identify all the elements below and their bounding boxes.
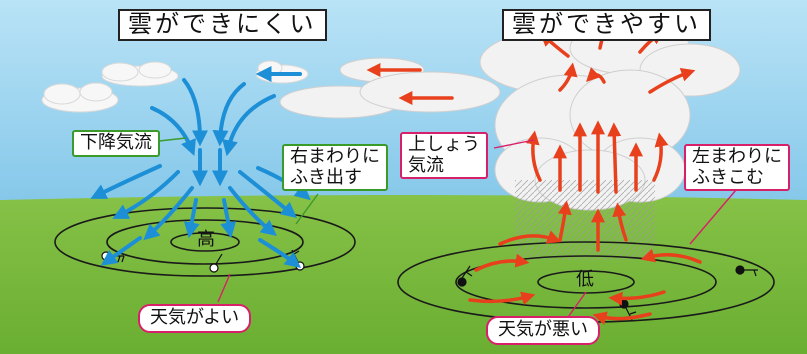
descending-arrows bbox=[90, 66, 311, 268]
high-pressure-center-label: 高 bbox=[197, 229, 215, 250]
clockwise-outflow-label: 右まわりに ふき出す bbox=[282, 144, 388, 192]
ground bbox=[0, 195, 807, 354]
clockwise-label-line2: ふき出す bbox=[290, 166, 362, 188]
left-weather-label: 天気がよい bbox=[138, 304, 252, 333]
ascending-label-line2: 気流 bbox=[408, 154, 444, 176]
high-pressure-isobars bbox=[54, 207, 356, 277]
left-panel-title: 雲ができにくい bbox=[118, 9, 327, 41]
ascending-air-label: 上しょう 気流 bbox=[400, 132, 488, 180]
counterclockwise-label-line2: ふきこむ bbox=[692, 166, 764, 188]
ascending-label-line1: 上しょう bbox=[408, 134, 480, 155]
counterclockwise-inflow-label: 左まわりに ふきこむ bbox=[684, 144, 790, 192]
clockwise-label-line1: 右まわりに bbox=[290, 146, 380, 167]
right-panel-title: 雲ができやすい bbox=[502, 9, 711, 41]
callout-leaders bbox=[149, 137, 737, 321]
right-weather-label: 天気が悪い bbox=[486, 316, 600, 345]
descending-air-label: 下降気流 bbox=[72, 130, 160, 157]
counterclockwise-label-line1: 左まわりに bbox=[692, 146, 782, 167]
ascending-arrows bbox=[366, 24, 702, 325]
rain-area bbox=[515, 180, 655, 260]
low-pressure-center-label: 低 bbox=[576, 269, 594, 290]
